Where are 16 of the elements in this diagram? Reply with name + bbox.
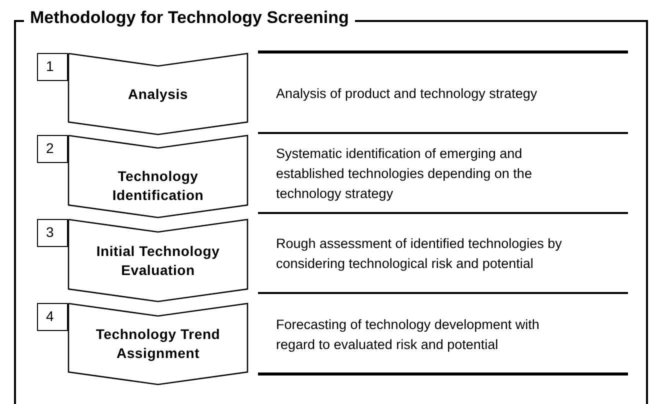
chevron-step [68, 135, 248, 218]
step-number-box: 2 [37, 135, 68, 163]
step-number-box: 4 [37, 303, 68, 331]
chevron-step [68, 219, 248, 302]
step-number-box: 3 [37, 219, 68, 247]
chevron-step [68, 303, 248, 385]
step-number-box: 1 [37, 53, 68, 81]
step-title: Technology Trend Assignment [94, 325, 222, 363]
step-description: Analysis of product and technology strategy [276, 84, 538, 103]
step-description: Forecasting of technology development with regard to evaluated risk and potential [276, 316, 540, 354]
chevron-step [68, 53, 248, 135]
step-title: Technology Identification [111, 167, 205, 205]
step-description: Systematic identification of emerging and established technologies depending on the technology strategy [276, 145, 533, 203]
step-description: Rough assessment of identified technologies by considering technological risk and potential [276, 235, 563, 273]
step-title: Initial Technology Evaluation [95, 242, 221, 280]
step-title: Analysis [127, 84, 189, 104]
